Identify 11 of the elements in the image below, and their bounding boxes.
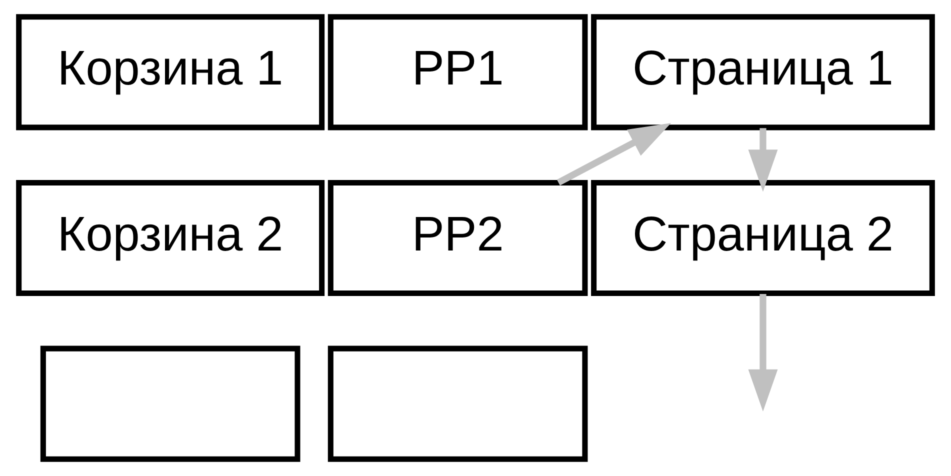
arrow: [556, 122, 672, 186]
arrow: [748, 294, 778, 412]
node-box: Корзина 1: [16, 14, 325, 130]
node-box: Страница 2: [591, 180, 935, 296]
node-box: Корзина 2: [16, 180, 325, 296]
node-box: PP2: [328, 180, 588, 296]
node-box: [328, 346, 588, 462]
node-box: PP1: [328, 14, 588, 130]
node-box: [40, 346, 300, 462]
arrow: [748, 128, 778, 192]
node-box: Страница 1: [591, 14, 935, 130]
